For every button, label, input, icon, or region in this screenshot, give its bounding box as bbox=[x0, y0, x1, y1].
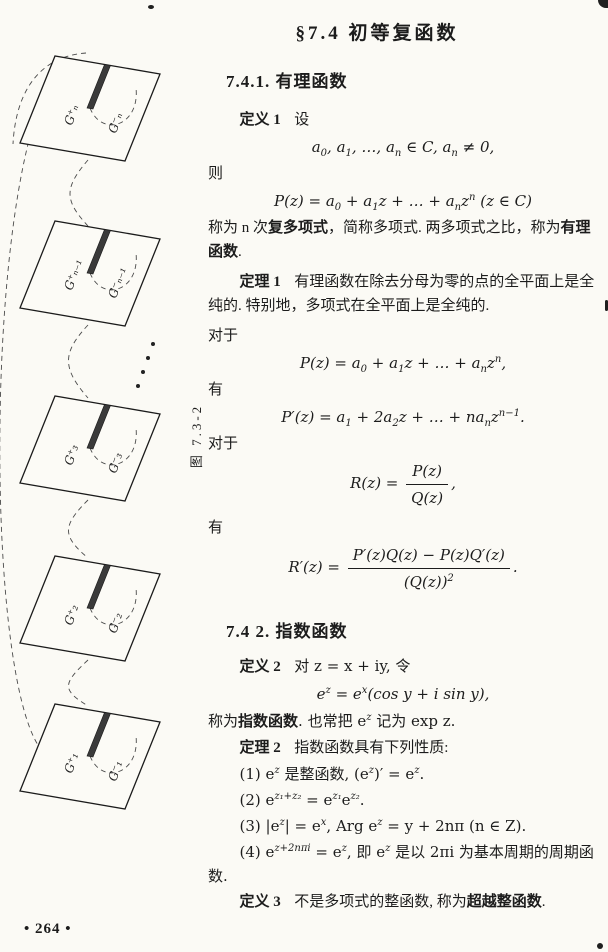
formula-rational-function: R(z) = P(z)Q(z), bbox=[208, 459, 598, 510]
sheet-gn: G⁺ₙ G⁻ₙ bbox=[19, 55, 161, 162]
scan-artifact bbox=[598, 0, 608, 8]
branch-cut-slit bbox=[86, 229, 111, 275]
branch-cut-slit bbox=[86, 64, 111, 110]
property-1: (1) ez 是整函数, (ez)′ = ez. bbox=[239, 765, 425, 783]
sheet-inner-dashed-loop bbox=[89, 252, 137, 291]
sheet-connector-dashed bbox=[69, 159, 89, 227]
sheet-inner-dashed-loop bbox=[89, 587, 137, 626]
sheet-label-plus: G⁺₂ bbox=[62, 603, 82, 627]
property-4: (4) ez+2nπi = ez, 即 ez 是以 2πi 为基本周期的周期函数… bbox=[208, 843, 594, 885]
sheet-g2: G⁺₂ G⁻₂ bbox=[19, 555, 161, 662]
page-title: §7.4 初等复函数 bbox=[295, 23, 459, 44]
theorem-1-label: 定理 1 bbox=[239, 274, 281, 290]
definition-1-label: 定义 1 bbox=[239, 112, 281, 128]
have-word-1: 有 bbox=[208, 382, 224, 398]
sheet-g1: G⁺₁ G⁻₁ bbox=[19, 703, 161, 810]
definition-2: 定义 2 对 z = x + iy, 令 bbox=[208, 654, 598, 679]
paragraph-exponential: 称为指数函数. 也常把 ez 记为 exp z. bbox=[208, 712, 456, 730]
fraction: P′(z)Q(z) − P(z)Q′(z)(Q(z))2 bbox=[347, 543, 510, 594]
section-7-4-1-heading: 7.4.1. 有理函数 bbox=[226, 72, 348, 91]
sheet-label-minus: G⁻₂ bbox=[106, 611, 126, 635]
formula-polynomial-2: P(z) = a0 + a1z + … + anzn, bbox=[299, 354, 507, 375]
sheet-label-plus: G⁺₁ bbox=[62, 751, 82, 775]
sheet-label-minus: G⁻₁ bbox=[106, 759, 126, 783]
scan-artifact bbox=[148, 5, 154, 9]
definition-1-text: 设 bbox=[294, 112, 310, 128]
property-3: (3) |ez| = ex, Arg ez = y + 2nπ (n ∈ Z). bbox=[239, 817, 527, 835]
figure-svg: G⁺ₙ G⁻ₙ G⁺ₙ₋₁ G⁻ₙ₋₁ bbox=[0, 52, 204, 810]
branch-cut-slit bbox=[86, 564, 111, 610]
sheet-label-plus: G⁺ₙ bbox=[62, 103, 82, 127]
definition-3-label: 定义 3 bbox=[239, 894, 281, 910]
theorem-2-label: 定理 2 bbox=[239, 740, 281, 756]
section-7-4-2-heading: 7.4 2. 指数函数 bbox=[226, 622, 348, 641]
riemann-sheets-figure: G⁺ₙ G⁻ₙ G⁺ₙ₋₁ G⁻ₙ₋₁ bbox=[0, 48, 215, 848]
formula-derivative: P′(z) = a1 + 2a2z + … + nanzn−1. bbox=[281, 408, 525, 429]
definition-2-label: 定义 2 bbox=[239, 659, 281, 675]
figure-top-dashed-arc bbox=[12, 52, 87, 145]
branch-cut-slit bbox=[86, 404, 111, 450]
sheet-gn-1: G⁺ₙ₋₁ G⁻ₙ₋₁ bbox=[19, 220, 161, 327]
figure-caption: 图 7.3-2 bbox=[189, 404, 204, 468]
property-2: (2) ez₁+z₂ = ez₁ez₂. bbox=[239, 791, 365, 809]
fraction: P(z)Q(z) bbox=[406, 459, 449, 510]
sheet-connector-dashed bbox=[68, 499, 89, 559]
formula-rational-derivative: R′(z) = P′(z)Q(z) − P(z)Q′(z)(Q(z))2. bbox=[208, 543, 598, 594]
vertical-ellipsis-dots bbox=[136, 342, 155, 388]
sheet-inner-dashed-loop bbox=[89, 87, 137, 126]
for-word-2: 对于 bbox=[208, 436, 239, 452]
sheet-label-minus: G⁻₃ bbox=[106, 451, 126, 475]
theorem-2: 定理 2 指数函数具有下列性质: bbox=[208, 736, 598, 760]
scan-artifact bbox=[597, 943, 603, 949]
formula-polynomial: P(z) = a0 + a1z + … + anzn (z ∈ C) bbox=[274, 192, 532, 213]
theorem-1-text: 有理函数在除去分母为零的点的全平面上是全纯的. 特别地，多项式在全平面上是全纯的… bbox=[208, 274, 595, 314]
formula-exponential: ez = ex(cos y + i sin y), bbox=[316, 685, 490, 703]
sheet-label-plus: G⁺₃ bbox=[62, 443, 82, 467]
definition-1: 定义 1 设 bbox=[208, 108, 598, 132]
branch-cut-slit bbox=[86, 712, 111, 758]
have-word-2: 有 bbox=[208, 520, 224, 536]
text-column: §7.4 初等复函数 7.4.1. 有理函数 定义 1 设 a0, a1, …, … bbox=[208, 12, 598, 916]
then-word: 则 bbox=[208, 166, 224, 182]
sheet-connector-dashed bbox=[68, 659, 89, 707]
paragraph-polynomial-definition: 称为 n 次复多项式，简称多项式. 两多项式之比，称为有理函数. bbox=[208, 220, 591, 260]
page-number: • 264 • bbox=[24, 921, 72, 937]
sheet-connector-dashed bbox=[68, 324, 89, 399]
theorem-2-text: 指数函数具有下列性质: bbox=[294, 740, 449, 756]
sheet-g3: G⁺₃ G⁻₃ bbox=[19, 395, 161, 502]
scan-artifact bbox=[605, 300, 608, 311]
sheet-inner-dashed-loop bbox=[89, 735, 137, 774]
definition-2-text: 对 z = x + iy, 令 bbox=[294, 657, 411, 675]
sheet-label-minus: G⁻ₙ bbox=[106, 111, 126, 135]
for-word-1: 对于 bbox=[208, 328, 239, 344]
formula-coefficients: a0, a1, …, an ∈ C, an ≠ 0, bbox=[311, 138, 495, 159]
sheet-inner-dashed-loop bbox=[89, 427, 137, 466]
